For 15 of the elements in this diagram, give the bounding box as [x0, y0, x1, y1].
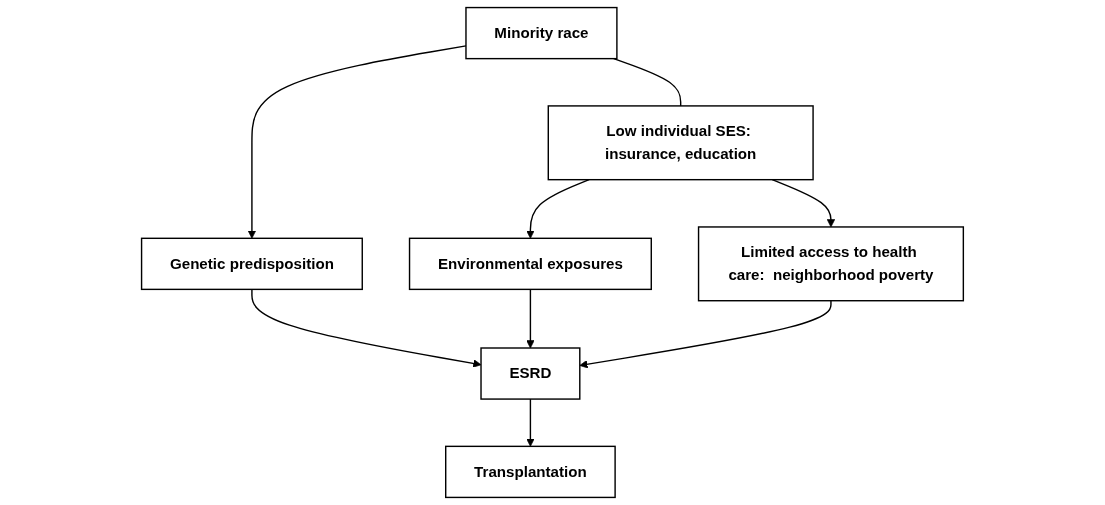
arrow — [526, 398, 535, 447]
node-box: Environmental exposures — [408, 237, 652, 291]
arrow — [526, 178, 590, 239]
node-box: Transplantation — [445, 445, 616, 499]
arrow — [251, 288, 482, 368]
arrow — [771, 178, 836, 228]
node-box: Limited access to health care: neighborhood poverty — [697, 226, 965, 302]
node-box: Genetic predisposition — [140, 237, 363, 291]
node-box: ESRD — [480, 347, 581, 400]
node-box: Minority race — [465, 6, 618, 60]
arrow — [579, 300, 832, 369]
arrow — [247, 45, 467, 239]
node-box: Low individual SES: insurance, education — [547, 105, 814, 181]
arrow — [526, 288, 535, 349]
connector — [613, 57, 682, 107]
